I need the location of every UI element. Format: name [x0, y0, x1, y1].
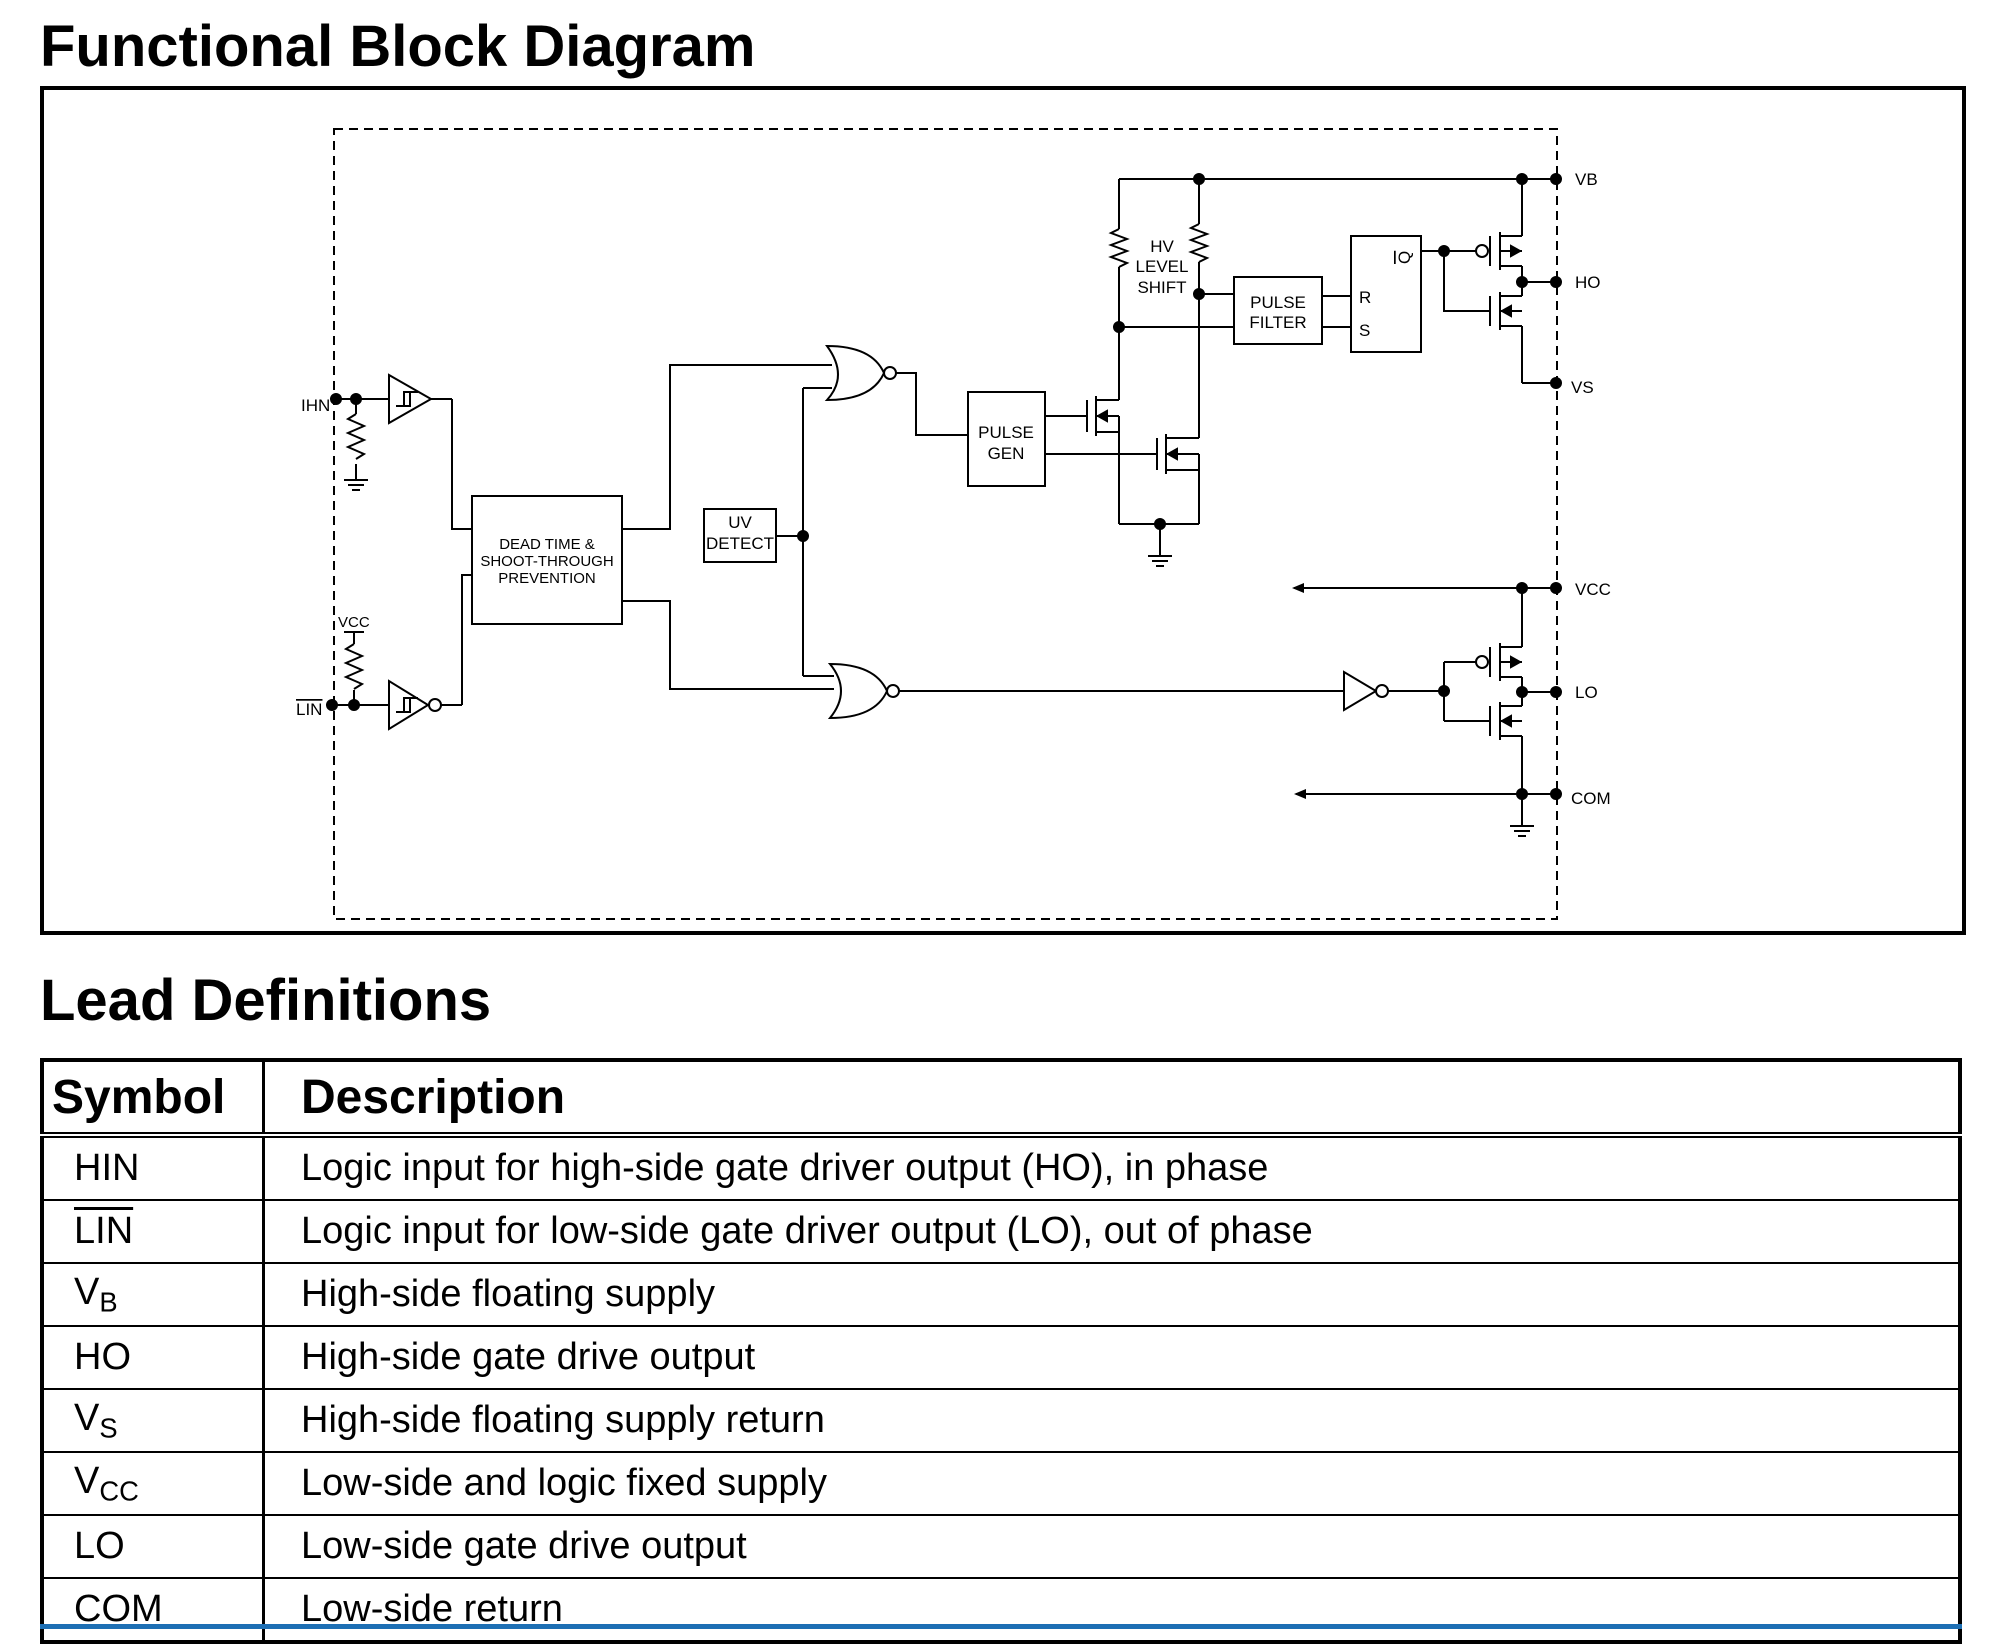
- pulse-gen-label-1: PULSE: [978, 423, 1034, 442]
- symbol-text: LO: [74, 1525, 125, 1567]
- description-column-header: Description: [263, 1060, 1960, 1138]
- description-cell: Logic input for high-side gate driver ou…: [263, 1134, 1960, 1200]
- bottom-rule: [40, 1624, 1962, 1629]
- table-header-row: Symbol Description: [42, 1060, 1960, 1138]
- description-cell: High-side floating supply: [263, 1262, 1960, 1326]
- table-row: COM Low-side return: [42, 1577, 1960, 1642]
- latch-q-label: Q: [1395, 251, 1414, 264]
- table-row: HO High-side gate drive output: [42, 1325, 1960, 1389]
- description-cell: Low-side return: [263, 1577, 1960, 1642]
- symbol-cell: HO: [42, 1325, 265, 1389]
- nor-gate-high: [824, 344, 886, 402]
- dead-time-label-3: PREVENTION: [498, 570, 596, 587]
- pulse-filter-label-1: PULSE: [1250, 293, 1306, 312]
- lin-input-stage: [326, 574, 472, 731]
- symbol-cell: VB: [42, 1262, 265, 1326]
- symbol-text: COM: [74, 1588, 163, 1630]
- hv-level-shift-label-3: SHIFT: [1137, 278, 1186, 297]
- symbol-column-header: Symbol: [42, 1060, 265, 1138]
- symbol-cell: COM: [42, 1577, 265, 1642]
- pulse-gen-block: [967, 391, 1046, 487]
- latch-s-label: S: [1359, 321, 1370, 340]
- symbol-text: V: [74, 1396, 100, 1439]
- symbol-subscript: B: [99, 1286, 118, 1318]
- description-cell: Low-side and logic fixed supply: [263, 1451, 1960, 1515]
- symbol-text: V: [74, 1270, 100, 1313]
- symbol-text: LIN: [74, 1210, 134, 1252]
- rs-latch-block: [1350, 235, 1422, 353]
- description-cell: High-side gate drive output: [263, 1325, 1960, 1389]
- dead-time-block: [471, 495, 623, 625]
- table-row: HIN Logic input for high-side gate driver…: [42, 1134, 1960, 1200]
- hin-input-stage: [330, 373, 472, 530]
- pulse-filter-label-2: FILTER: [1249, 313, 1306, 332]
- pin-label-lin: LIN: [296, 700, 322, 719]
- pin-label-hin: IHN: [301, 396, 330, 415]
- hv-level-shift-label-2: LEVEL: [1136, 257, 1189, 276]
- symbol-text: V: [74, 1459, 100, 1502]
- hv-level-shift-label-1: HV: [1150, 237, 1174, 256]
- uv-detect-label-2: DETECT: [706, 534, 774, 553]
- pin-label-ho: HO: [1575, 273, 1601, 292]
- table-row: LIN Logic input for low-side gate driver …: [42, 1199, 1960, 1263]
- lo-buffer: [1343, 670, 1378, 712]
- lead-rows: HIN Logic input for high-side gate driver…: [42, 1134, 1960, 1642]
- latch-r-label: R: [1359, 288, 1371, 307]
- description-cell: High-side floating supply return: [263, 1388, 1960, 1452]
- symbol-subscript: CC: [99, 1475, 139, 1507]
- pin-label-com: COM: [1571, 789, 1611, 808]
- table-row: LO Low-side gate drive output: [42, 1514, 1960, 1578]
- symbol-cell: HIN: [42, 1134, 265, 1200]
- diagram-heading: Functional Block Diagram: [40, 14, 756, 79]
- pulse-gen-label-2: GEN: [988, 444, 1025, 463]
- block-diagram: IHN LIN VCC DEAD TIME & SHOOT-THROUGH PR…: [296, 128, 1611, 920]
- description-cell: Logic input for low-side gate driver out…: [263, 1199, 1960, 1263]
- nor-gate-low: [827, 662, 889, 720]
- symbol-text: HO: [74, 1336, 131, 1378]
- pin-label-vb: VB: [1575, 170, 1598, 189]
- lead-definitions-heading: Lead Definitions: [40, 968, 492, 1033]
- ic-boundary: [333, 128, 1558, 920]
- pulse-filter-block: [1233, 276, 1323, 345]
- symbol-cell: LIN: [42, 1199, 265, 1263]
- vcc-pullup-label: VCC: [338, 614, 370, 631]
- block-diagram-frame: IHN LIN VCC DEAD TIME & SHOOT-THROUGH PR…: [40, 86, 1966, 935]
- dead-time-label-1: DEAD TIME &: [499, 536, 595, 553]
- pin-label-vs: VS: [1571, 378, 1594, 397]
- description-cell: Low-side gate drive output: [263, 1514, 1960, 1578]
- uv-detect-label-1: UV: [728, 513, 752, 532]
- symbol-subscript: S: [99, 1412, 118, 1444]
- pin-label-lo: LO: [1575, 683, 1598, 702]
- symbol-cell: LO: [42, 1514, 265, 1578]
- symbol-cell: VS: [42, 1388, 265, 1452]
- symbol-text: HIN: [74, 1147, 140, 1189]
- symbol-cell: VCC: [42, 1451, 265, 1515]
- pin-label-vcc: VCC: [1575, 580, 1611, 599]
- dead-time-label-2: SHOOT-THROUGH: [480, 553, 613, 570]
- lead-definitions-table: Symbol Description HIN Logic input for hi…: [40, 1058, 1962, 1644]
